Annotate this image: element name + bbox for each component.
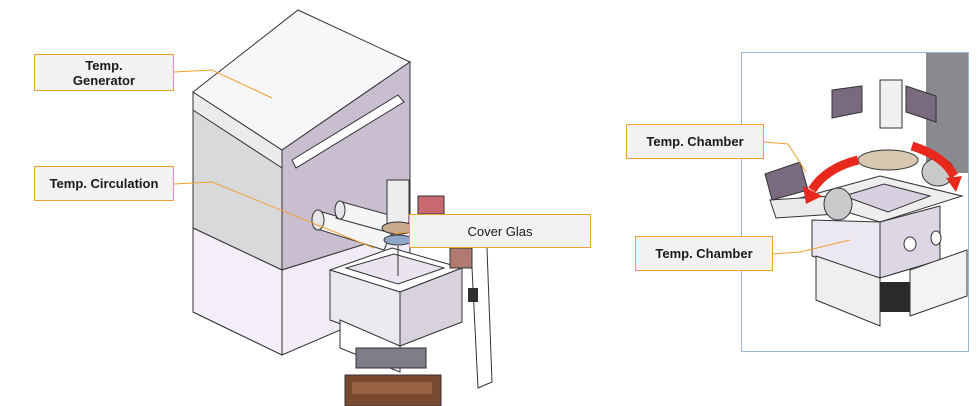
leader-temp-generator [173, 69, 273, 99]
callout-temp-chamber-bottom-text: Temp. Chamber [655, 246, 753, 261]
objective-column [381, 179, 445, 276]
callout-temp-circulation-text: Temp. Circulation [49, 176, 159, 191]
callout-temp-chamber-top: Temp. Chamber [626, 124, 764, 159]
callout-temp-generator-line1: Temp. [85, 57, 123, 73]
callout-temp-chamber-bottom: Temp. Chamber [635, 236, 773, 271]
leader-temp-circulation [173, 181, 375, 249]
callout-temp-generator: Temp. Generator [34, 54, 174, 91]
stage-chamber [328, 247, 464, 406]
callout-cover-glas: Cover Glas [409, 214, 591, 248]
leader-cover-glas [393, 231, 410, 235]
callout-temp-generator-line2: Generator [72, 72, 136, 88]
callout-cover-glas-text: Cover Glas [467, 223, 533, 239]
callout-temp-chamber-top-text: Temp. Chamber [646, 134, 744, 149]
callout-temp-circulation: Temp. Circulation [34, 166, 174, 201]
detail-frame [741, 52, 969, 352]
